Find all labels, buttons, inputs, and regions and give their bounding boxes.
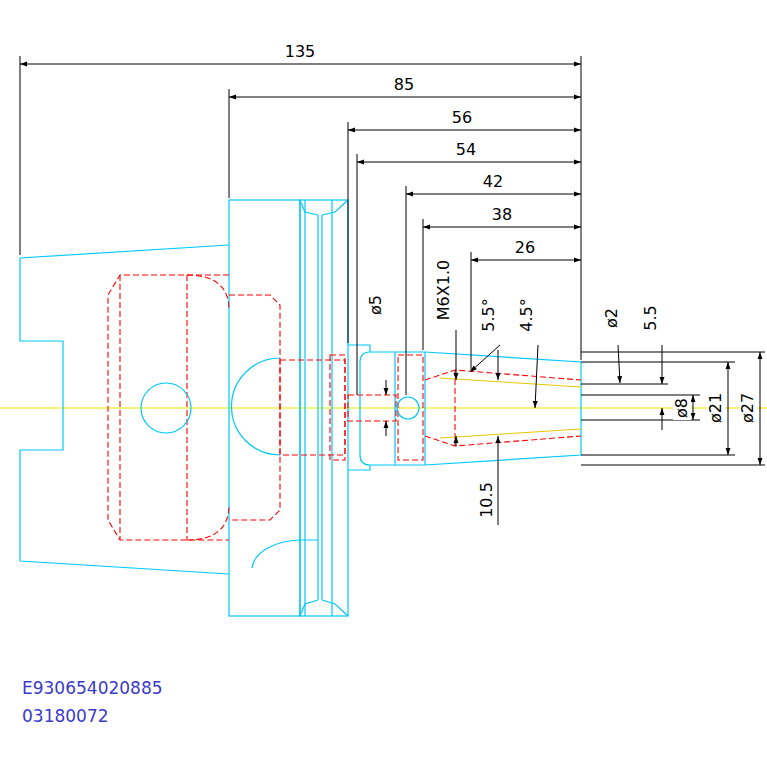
cross-hole <box>141 383 191 433</box>
drawing-number: E930654020885 <box>20 679 165 698</box>
dimension-lines <box>20 56 765 525</box>
dimension-text: ø27 <box>739 391 757 425</box>
dimension-text: 135 <box>283 43 318 61</box>
dimension-text: 85 <box>392 76 416 94</box>
centerline <box>0 408 767 409</box>
dimension-text: M6X1.0 <box>435 258 453 322</box>
dimension-text: 54 <box>454 141 478 159</box>
dimension-text: 4.5° <box>518 296 536 333</box>
dimension-text: 5.5° <box>480 296 498 333</box>
dimension-text: 10.5 <box>478 480 496 520</box>
dimension-text: ø8 <box>673 396 691 420</box>
ball-symbol <box>397 397 419 419</box>
dimension-text: 5.5 <box>642 303 660 332</box>
drawing-number: 03180072 <box>20 707 111 726</box>
dimension-text: ø21 <box>707 391 725 425</box>
part-outline <box>20 200 581 616</box>
dimension-text: ø2 <box>603 306 621 330</box>
hidden-lines <box>108 275 581 540</box>
dimension-text: 26 <box>513 239 537 257</box>
collet-lines <box>440 378 581 438</box>
dimension-text: 56 <box>450 109 474 127</box>
dimension-text: 38 <box>490 206 514 224</box>
dimension-text: 42 <box>481 173 505 191</box>
dimension-text: ø5 <box>367 293 385 317</box>
